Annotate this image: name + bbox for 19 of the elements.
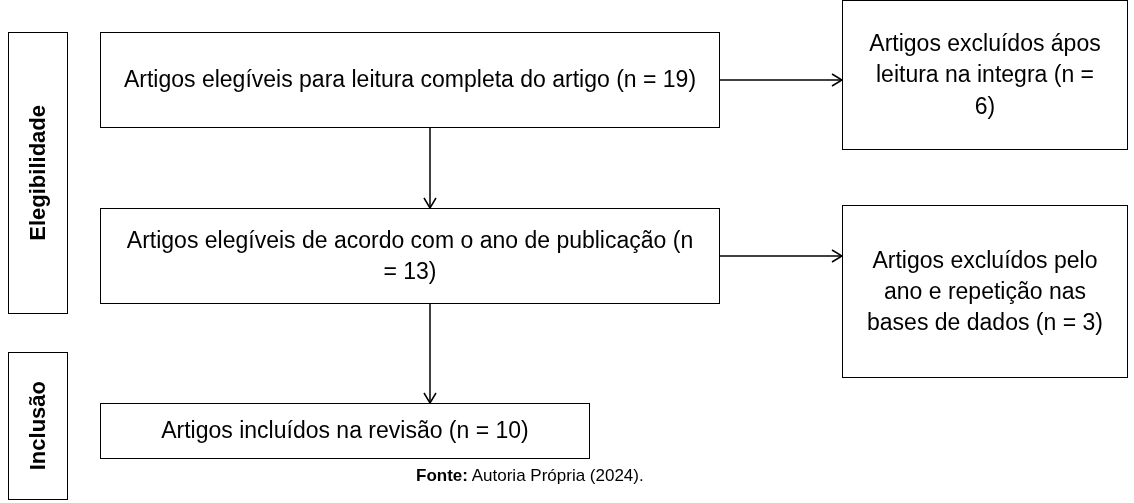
stage-label: Elegibilidade [24,105,52,241]
process-box [842,205,1128,378]
arrow [719,73,843,87]
process-box [100,403,590,459]
arrow [423,127,437,209]
box-text: Artigos excluídos pelo ano e repetição nas bases de dados (n = 3) [866,245,1104,337]
process-box [100,208,720,304]
arrow [719,249,843,263]
stage-label: Inclusão [24,381,52,471]
process-box [100,32,720,128]
stage-band [8,352,68,500]
box-text: Artigos elegíveis de acordo com o ano de publicação (n = 13) [125,225,695,286]
stage-band [8,32,68,314]
box-text: Artigos incluídos na revisão (n = 10) [160,416,530,446]
arrow [423,303,437,404]
process-box [842,0,1128,150]
caption: Fonte: Autoria Própria (2024). [416,466,644,486]
box-text: Artigos elegíveis para leitura completa do artigo (n = 19) [122,65,698,95]
box-text: Artigos excluídos ápos leitura na integra (n = 6) [868,29,1102,121]
